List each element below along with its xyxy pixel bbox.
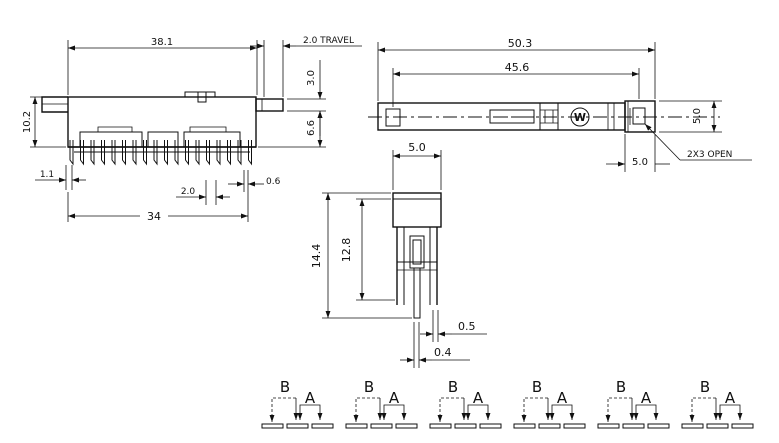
front-knob	[255, 98, 284, 112]
dim-2-0-pitch: 2.0	[181, 187, 196, 197]
contact-bar	[261, 423, 284, 429]
contact-label-a: A	[473, 389, 484, 407]
front-pin	[132, 140, 137, 166]
switch-pole: BA	[681, 378, 754, 429]
front-pin	[248, 140, 252, 166]
contact-bar	[681, 423, 704, 429]
contact-bar	[286, 423, 309, 429]
contact-bar	[395, 423, 418, 429]
dim-34: 34	[147, 210, 161, 223]
contact-label-a: A	[557, 389, 568, 407]
front-pin	[195, 140, 200, 166]
side-cap	[392, 192, 442, 228]
front-pin	[164, 140, 168, 166]
dim-14-4: 14.4	[310, 244, 323, 269]
dim-1-1: 1.1	[40, 170, 54, 180]
contact-bar	[622, 423, 645, 429]
front-pin	[237, 140, 242, 166]
front-pin	[227, 140, 231, 166]
front-pin	[216, 140, 221, 166]
front-pin	[111, 140, 116, 166]
contact-bar	[513, 423, 536, 429]
dim-0-4: 0.4	[434, 346, 452, 359]
front-top-notch	[184, 91, 216, 97]
front-view: 38.1 2.0 TRAVEL 10.2 3.0 6.6 1.1 2.0	[22, 36, 362, 223]
logo-mark	[570, 107, 590, 127]
front-pin	[143, 140, 147, 166]
contact-bar	[647, 423, 670, 429]
top-tab	[624, 100, 656, 133]
dim-0-6: 0.6	[266, 177, 281, 187]
front-pin	[80, 140, 84, 166]
switch-pole: BA	[429, 378, 502, 429]
dim-open: 2X3 OPEN	[687, 150, 732, 160]
front-pin	[206, 140, 210, 166]
contact-label-a: A	[389, 389, 400, 407]
contact-bar	[538, 423, 561, 429]
dim-travel: 2.0 TRAVEL	[303, 36, 354, 46]
contact-bar	[731, 423, 754, 429]
dim-10-2: 10.2	[22, 111, 33, 133]
dim-0-5: 0.5	[458, 320, 476, 333]
front-pin	[174, 140, 179, 166]
contact-label-b: B	[616, 378, 626, 396]
dim-5-0-right: 5.0	[692, 108, 703, 124]
contact-bar	[345, 423, 368, 429]
contact-label-b: B	[448, 378, 458, 396]
front-pin	[153, 140, 158, 166]
dim-5-0-tab: 5.0	[632, 157, 648, 168]
contact-bar	[597, 423, 620, 429]
side-body	[396, 227, 438, 305]
dim-50-3: 50.3	[508, 37, 533, 50]
top-tab-opening	[632, 107, 646, 125]
top-slot	[489, 109, 535, 124]
front-pin	[185, 140, 189, 166]
dim-38-1: 38.1	[151, 37, 173, 48]
contact-bar	[311, 423, 334, 429]
contact-bar	[479, 423, 502, 429]
contact-bar	[454, 423, 477, 429]
contact-label-b: B	[700, 378, 710, 396]
switch-pole: BA	[597, 378, 670, 429]
contact-bar	[370, 423, 393, 429]
top-view: W 50.3 45.6 5.0 5.0 2X3 OPEN	[368, 37, 752, 172]
switch-pole: BA	[261, 378, 334, 429]
contact-bar	[706, 423, 729, 429]
dim-12-8: 12.8	[340, 238, 353, 263]
contact-label-b: B	[280, 378, 290, 396]
contact-label-a: A	[641, 389, 652, 407]
front-pin	[90, 140, 95, 166]
dim-45-6: 45.6	[505, 61, 530, 74]
switch-pole: BA	[345, 378, 418, 429]
side-view: 5.0 14.4 12.8 0.5 0.4	[310, 141, 487, 368]
dim-3-0: 3.0	[306, 70, 317, 86]
contact-label-b: B	[532, 378, 542, 396]
contact-bar	[429, 423, 452, 429]
contact-label-a: A	[725, 389, 736, 407]
logo-letter: W	[574, 111, 586, 124]
front-left-flange	[41, 96, 68, 113]
contact-label-a: A	[305, 389, 316, 407]
switch-pole: BA	[513, 378, 586, 429]
top-left-hole	[385, 108, 401, 127]
front-pin	[69, 140, 74, 166]
front-body	[67, 96, 257, 148]
dim-6-6: 6.6	[306, 120, 317, 136]
contact-label-b: B	[364, 378, 374, 396]
front-pin	[101, 140, 105, 166]
contact-bar	[563, 423, 586, 429]
front-pins	[69, 140, 252, 166]
dim-side-5-0: 5.0	[408, 141, 426, 154]
front-pin	[122, 140, 126, 166]
